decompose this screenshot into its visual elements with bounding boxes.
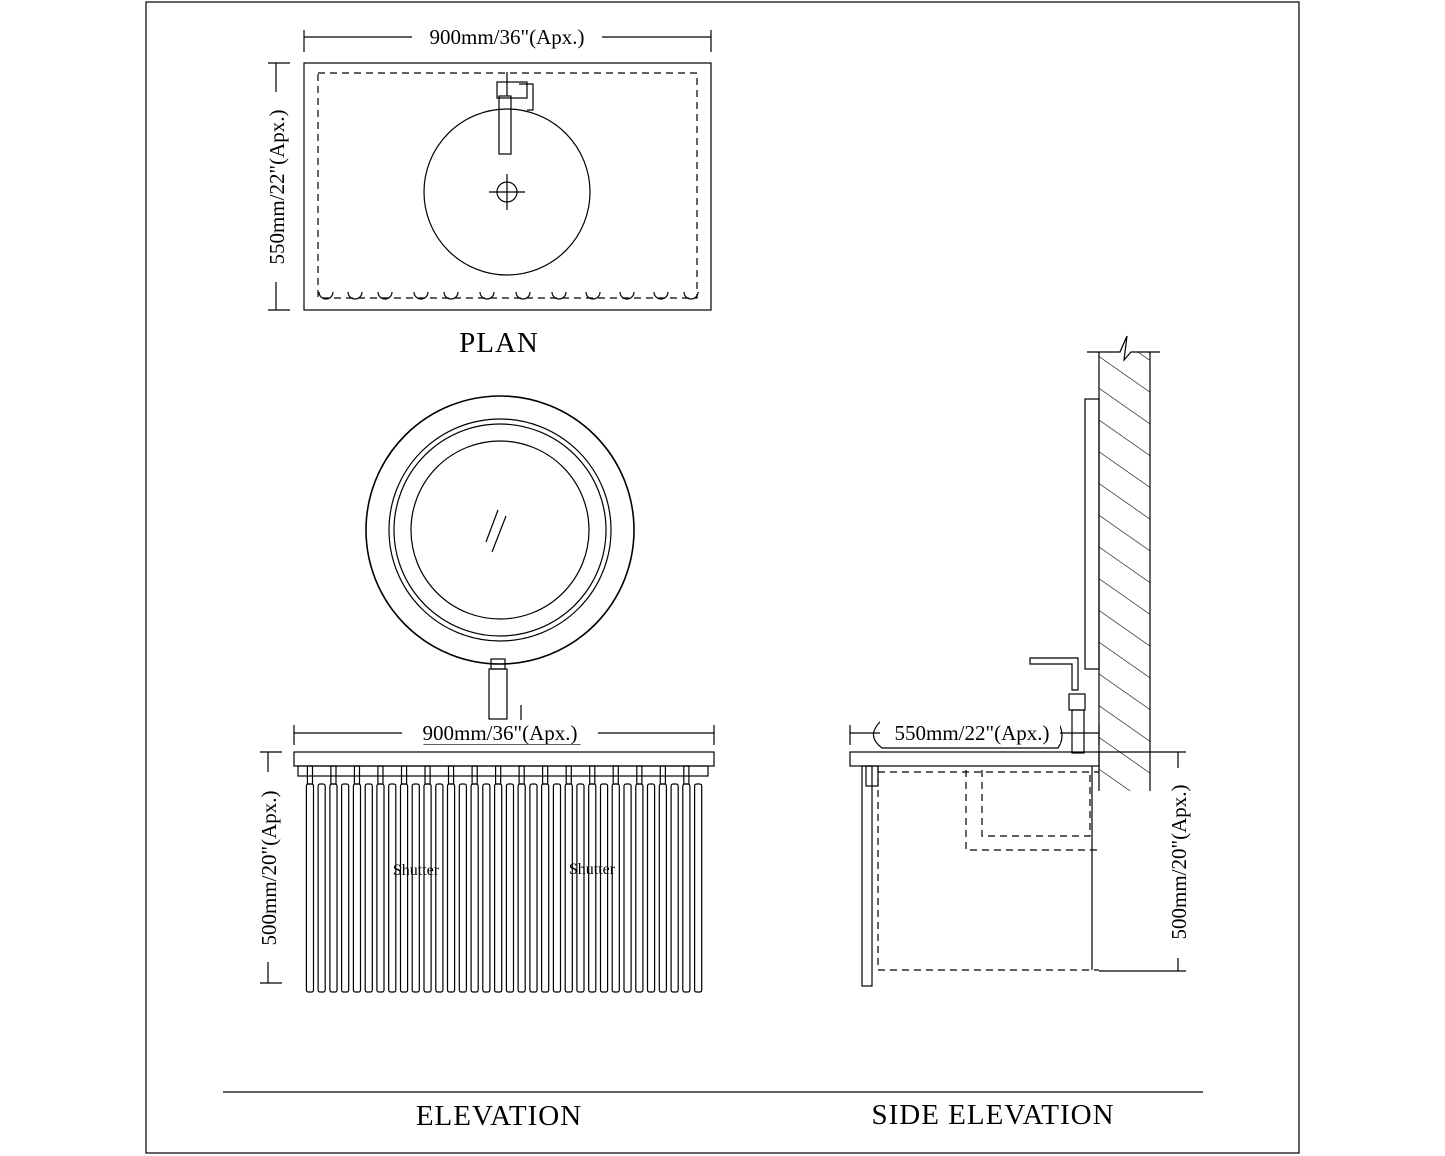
shutter-rod <box>376 783 385 993</box>
shutter-rod <box>423 783 432 993</box>
plan-basin <box>423 108 591 276</box>
side-countertop <box>849 751 1100 767</box>
side-faucet-icon <box>1029 657 1086 754</box>
side-mirror-profile <box>1084 398 1100 670</box>
plan-depth-label: 550mm/22"(Apx.) <box>265 110 289 265</box>
shutter-rod <box>435 783 444 993</box>
plan-counter-outline <box>303 62 712 311</box>
elevation-countertop <box>293 751 715 767</box>
fluted-shutter-rods <box>297 765 709 993</box>
rod-bracket <box>612 765 619 785</box>
side-height-label: 500mm/20"(Apx.) <box>1167 785 1191 940</box>
rod-bracket <box>541 765 549 785</box>
shutter-rod <box>341 783 350 993</box>
shutter-rod <box>658 783 667 993</box>
side-depth-label: 550mm/22"(Apx.) <box>895 721 1050 745</box>
side-elevation-view: 550mm/22"(Apx.) 500mm/20"(Apx.) <box>849 335 1192 987</box>
shutter-rod <box>364 783 373 993</box>
shutter-rod <box>446 783 456 993</box>
shutter-rod <box>635 783 644 993</box>
rod-bracket <box>400 765 408 785</box>
front-elevation-view: 900mm/36"(Apx.) 500mm/20"(Apx.) Shutter … <box>256 395 715 993</box>
shutter-rod <box>552 783 562 993</box>
rod-bracket <box>565 765 572 785</box>
plan-width-dimension: 900mm/36"(Apx.) <box>303 24 712 52</box>
mirror-glare-icon <box>485 509 499 543</box>
rod-bracket <box>589 765 596 785</box>
plan-view: 900mm/36"(Apx.) 550mm/22"(Apx.) <box>264 24 712 359</box>
rod-bracket <box>424 765 431 785</box>
rod-bracket <box>683 765 690 785</box>
sheet-border <box>145 1 1300 1154</box>
round-mirror <box>365 395 635 665</box>
rod-bracket <box>659 765 666 785</box>
shutter-rod <box>646 783 656 993</box>
elevation-faucet-icon <box>488 658 522 720</box>
elevation-title: ELEVATION <box>416 1100 582 1132</box>
elevation-width-label: 900mm/36"(Apx.) <box>423 721 578 745</box>
shutter-right-label: Shutter <box>569 861 616 878</box>
rod-bracket <box>353 765 361 785</box>
shutter-rod <box>564 783 573 993</box>
shutter-rod <box>611 783 620 993</box>
shutter-rod <box>494 783 503 993</box>
plan-rod-ends <box>318 291 699 300</box>
shutter-rod <box>329 783 338 993</box>
shutter-rod <box>576 783 585 993</box>
shutter-rod <box>305 783 315 993</box>
rod-bracket <box>471 765 478 785</box>
rod-bracket <box>447 765 455 785</box>
plan-drain-icon <box>489 174 525 210</box>
rod-bracket <box>377 765 384 785</box>
rod-bracket <box>330 765 337 785</box>
shutter-rod <box>399 783 409 993</box>
shutter-rod <box>682 783 691 993</box>
plan-title: PLAN <box>459 327 539 359</box>
shutter-rod <box>317 783 326 993</box>
hatched-wall <box>1087 335 1160 791</box>
rod-bracket <box>306 765 314 785</box>
shutter-rod <box>352 783 362 993</box>
wall-break-line <box>1087 335 1160 362</box>
shutter-rod <box>599 783 609 993</box>
shutter-rod <box>470 783 479 993</box>
shutter-rod <box>670 783 679 993</box>
rod-bracket <box>518 765 525 785</box>
shutter-rod <box>505 783 515 993</box>
shutter-rod <box>623 783 632 993</box>
shutter-rod <box>458 783 467 993</box>
shutter-rod <box>411 783 420 993</box>
shutter-left-label: Shutter <box>393 862 440 879</box>
shutter-rod <box>588 783 597 993</box>
shutter-rod <box>540 783 550 993</box>
rod-bracket <box>636 765 643 785</box>
side-height-dimension: 500mm/20"(Apx.) <box>1099 751 1192 972</box>
rod-bracket <box>495 765 502 785</box>
side-depth-dimension: 550mm/22"(Apx.) <box>849 720 1100 745</box>
shutter-rod <box>529 783 538 993</box>
side-elevation-title: SIDE ELEVATION <box>871 1099 1114 1131</box>
elevation-height-dimension: 500mm/20"(Apx.) <box>256 751 282 984</box>
side-cabinet <box>861 765 1099 987</box>
shutter-rod <box>388 783 397 993</box>
elevation-width-dimension: 900mm/36"(Apx.) <box>293 720 715 745</box>
plan-faucet-icon <box>496 72 534 155</box>
side-basin-rim <box>872 721 1063 749</box>
rod-rail <box>297 765 709 777</box>
shutter-rod <box>482 783 491 993</box>
plan-depth-dimension: 550mm/22"(Apx.) <box>264 62 290 311</box>
plan-cabinet-dashed-outline <box>317 72 698 299</box>
plan-width-label: 900mm/36"(Apx.) <box>430 25 585 49</box>
elevation-height-label: 500mm/20"(Apx.) <box>257 791 281 946</box>
shutter-rod <box>517 783 526 993</box>
shutter-rod <box>693 783 703 993</box>
